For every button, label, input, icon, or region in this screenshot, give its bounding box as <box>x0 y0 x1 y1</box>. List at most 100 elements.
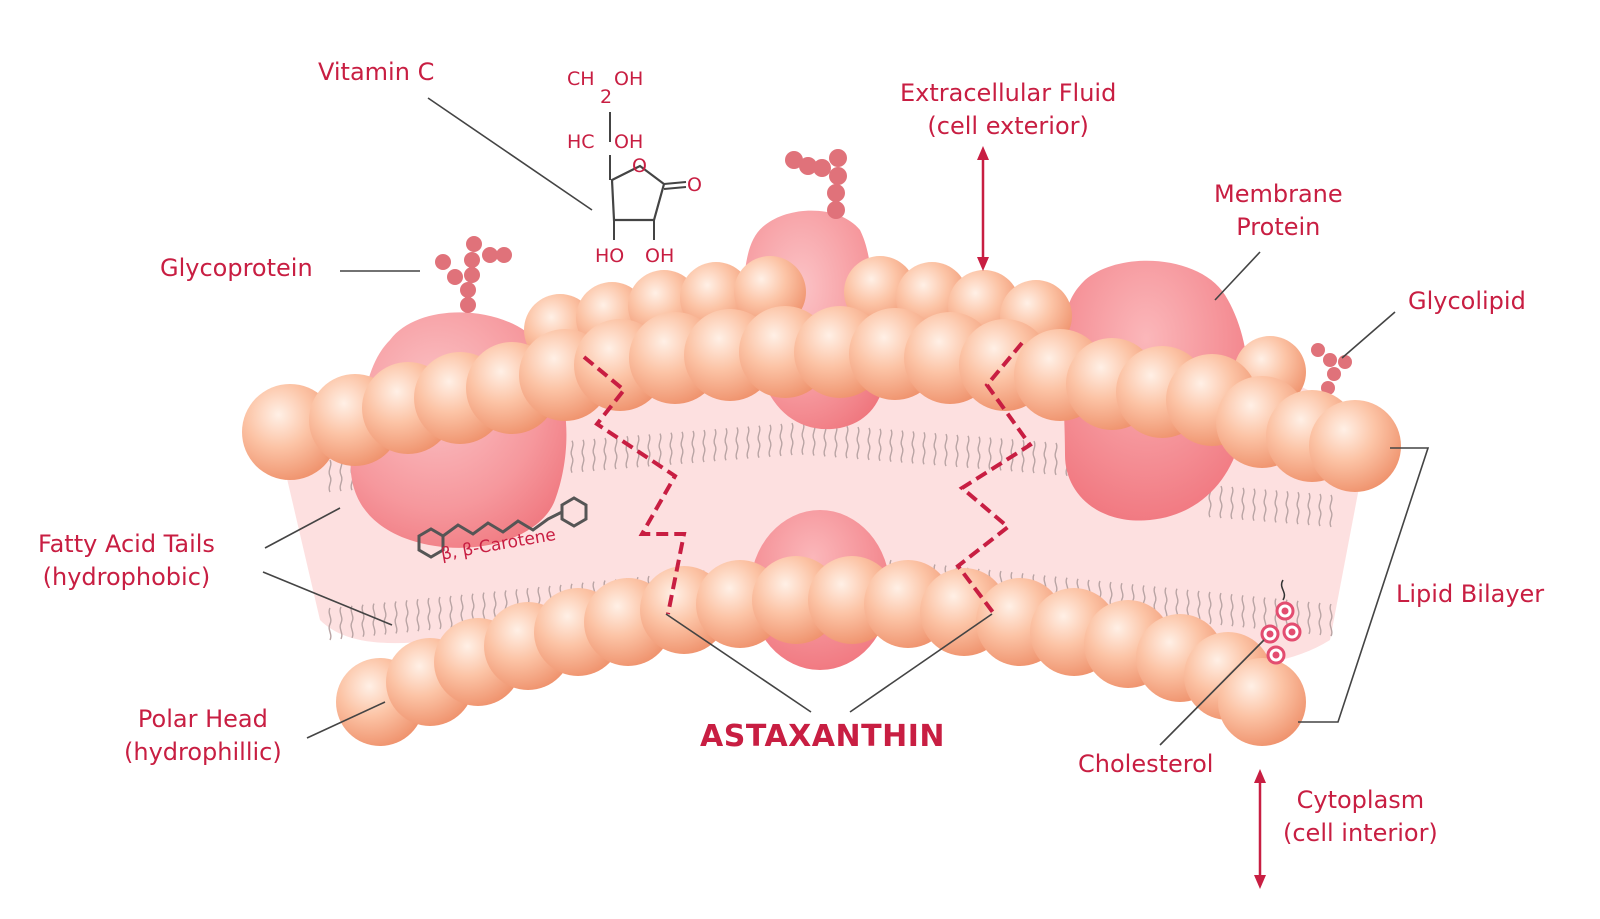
fatty-acid-tail <box>328 607 332 641</box>
fatty-acid-tail <box>1274 598 1278 631</box>
glycolipid-sugar-chain <box>1311 343 1352 395</box>
fatty-acid-tail <box>801 422 805 455</box>
fatty-acid-tail <box>867 427 871 461</box>
fatty-acid-tail <box>449 595 453 629</box>
ch2oh-ch: CH <box>567 68 595 90</box>
fatty-acid-tail <box>1252 596 1256 629</box>
astaxanthin-molecule-left <box>582 355 687 615</box>
fatty-acid-tail <box>955 434 959 468</box>
fatty-acid-tail <box>1230 593 1234 627</box>
fatty-acid-tail <box>823 424 827 457</box>
cytoplasm-arrow <box>1254 769 1266 889</box>
fatty-acid-tail <box>1329 494 1333 528</box>
polar-head <box>1309 400 1401 492</box>
extracellular-line1: Extracellular Fluid <box>900 79 1117 107</box>
membrane-protein-line2: Protein <box>1236 213 1321 241</box>
polar-heads-top-front <box>242 306 1401 492</box>
astaxanthin-label: ASTAXANTHIN <box>700 719 945 754</box>
fatty-acid-tail <box>592 438 596 472</box>
fatty-acid-tail <box>856 426 860 460</box>
fatty-acid-line2: (hydrophobic) <box>42 563 211 591</box>
beta-carotene-molecule <box>417 496 588 559</box>
fatty-acid-tail <box>966 435 970 469</box>
fatty-acid-tail <box>350 605 354 639</box>
fatty-acid-tail <box>405 599 409 633</box>
fatty-acid-tail <box>724 428 728 461</box>
polar-head-line1: Polar Head <box>137 705 268 733</box>
fatty-acid-tail <box>361 604 365 638</box>
fatty-acid-tail <box>1164 587 1168 620</box>
cytoplasm-line1: Cytoplasm <box>1296 786 1425 814</box>
fatty-acid-tail <box>1307 492 1311 526</box>
astaxanthin-molecule-right <box>955 341 1033 617</box>
membrane-protein-label: Membrane Protein <box>1214 178 1343 244</box>
fatty-acid-tail <box>416 598 420 632</box>
fatty-acid-tail <box>845 425 849 459</box>
fatty-acid-tail <box>1329 603 1333 637</box>
fatty-acid-tail <box>328 459 332 493</box>
protein-sugar-chain <box>785 149 847 219</box>
fatty-acid-tail <box>1197 590 1201 624</box>
keto-oxygen: O <box>687 174 702 196</box>
fatty-acid-tails-label: Fatty Acid Tails (hydrophobic) <box>38 528 215 594</box>
fatty-acid-tail <box>438 596 442 630</box>
fatty-acid-tail <box>779 423 783 457</box>
fatty-acid-tail <box>812 423 816 456</box>
ch2oh-oh: OH <box>614 68 643 90</box>
fatty-acid-tail <box>581 439 585 473</box>
fatty-acid-tail <box>614 436 618 470</box>
fatty-acid-tail <box>383 602 387 635</box>
leader-lines <box>262 97 1430 746</box>
fatty-acid-tail <box>933 432 937 466</box>
fatty-acid-tail <box>372 603 376 636</box>
fatty-acid-tail <box>1241 594 1245 628</box>
polar-head-line2: (hydrophillic) <box>124 738 282 766</box>
fatty-acid-tail <box>1208 591 1212 625</box>
fatty-acid-tail <box>1021 439 1025 473</box>
fatty-acid-line1: Fatty Acid Tails <box>38 530 215 558</box>
cholesterol-molecule <box>1260 579 1302 665</box>
fatty-acid-tail <box>757 425 761 458</box>
membrane-protein-line1: Membrane <box>1214 180 1343 208</box>
fatty-acid-tail <box>977 436 981 470</box>
fatty-acid-tail <box>1263 597 1267 630</box>
fatty-acid-tail <box>702 429 706 463</box>
fatty-acid-tail <box>658 433 662 466</box>
fatty-acid-tail <box>1274 490 1278 523</box>
polar-head <box>1218 658 1306 746</box>
ring-oxygen: O <box>632 155 647 177</box>
polar-heads-bottom <box>336 556 1306 746</box>
fatty-acid-tail <box>669 432 673 466</box>
fatty-acid-tail <box>570 440 574 473</box>
fatty-acid-tail <box>680 431 684 465</box>
fatty-acid-tail <box>1307 601 1311 635</box>
fatty-acid-tail <box>1043 441 1047 475</box>
ch2oh-sub: 2 <box>600 86 612 108</box>
fatty-acid-tail <box>911 431 915 464</box>
cytoplasm-line2: (cell interior) <box>1283 819 1438 847</box>
fatty-acid-tail <box>691 430 695 464</box>
vitamin-c-label: Vitamin C <box>318 58 435 86</box>
fatty-acid-tail <box>988 437 992 470</box>
oh-label: OH <box>645 245 674 267</box>
vitamin-c-structure: CH 2 OH HC OH O O HO OH <box>567 68 702 267</box>
fatty-acid-tail <box>922 432 926 465</box>
fatty-acid-tail <box>339 606 343 640</box>
fatty-acid-tail <box>878 428 882 462</box>
glycoprotein-label: Glycoprotein <box>160 254 313 282</box>
fatty-acid-tail <box>1318 493 1322 527</box>
fatty-acid-tail <box>1318 602 1322 636</box>
fatty-acid-tail <box>1285 491 1289 524</box>
fatty-acid-tail <box>427 597 431 631</box>
extracellular-arrow <box>977 146 989 271</box>
glycolipid-label: Glycolipid <box>1408 287 1526 315</box>
fatty-acid-tail <box>713 428 717 462</box>
fatty-acid-tail <box>735 427 739 460</box>
fatty-acid-tail <box>790 422 794 456</box>
fatty-acid-tail <box>834 424 838 458</box>
ho-label: HO <box>595 245 624 267</box>
glycoprotein-sugar-chain <box>435 236 512 313</box>
fatty-acid-tail <box>394 601 398 634</box>
fatty-acid-tail <box>625 435 629 469</box>
